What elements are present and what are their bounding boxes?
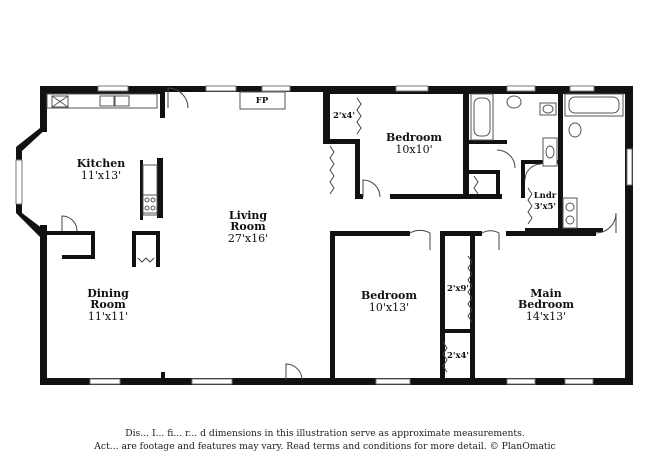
living-label-1: Living <box>229 209 267 222</box>
living-dims: 27'x16' <box>228 232 268 245</box>
fixtures <box>46 91 624 229</box>
laundry-dims: 3'x5' <box>534 202 556 212</box>
disclaimer-line-2: Act... are footage and features may vary… <box>94 441 556 452</box>
bedroom2-label: Bedroom <box>361 289 417 302</box>
closet-c-label: 2'x4' <box>447 351 469 361</box>
windows <box>15 85 633 385</box>
bedroom1-dims: 10x10' <box>395 143 432 156</box>
bedroom1-label: Bedroom <box>386 131 442 144</box>
interior-walls <box>47 92 603 382</box>
main-bedroom-label-2: Bedroom <box>518 298 574 311</box>
living-label-2: Room <box>230 220 266 233</box>
kitchen-dims: 11'x13' <box>81 169 121 182</box>
disclaimer-line-1: Dis... I... fi... r... d dimensions in t… <box>125 428 525 439</box>
main-bedroom-label-1: Main <box>530 287 561 300</box>
closet-a-label: 2'x4' <box>333 111 355 121</box>
bedroom2-dims: 10'x13' <box>369 301 409 314</box>
main-bedroom-dims: 14'x13' <box>526 310 566 323</box>
dining-dims: 11'x11' <box>88 310 128 323</box>
laundry-label: Lndr <box>534 191 557 201</box>
closet-doors <box>137 97 533 373</box>
dining-label-2: Room <box>90 298 126 311</box>
closet-b-label: 2'x9' <box>447 284 469 294</box>
dining-label-1: Dining <box>87 287 129 300</box>
kitchen-label: Kitchen <box>77 157 126 170</box>
fireplace-label: FP <box>256 96 269 106</box>
